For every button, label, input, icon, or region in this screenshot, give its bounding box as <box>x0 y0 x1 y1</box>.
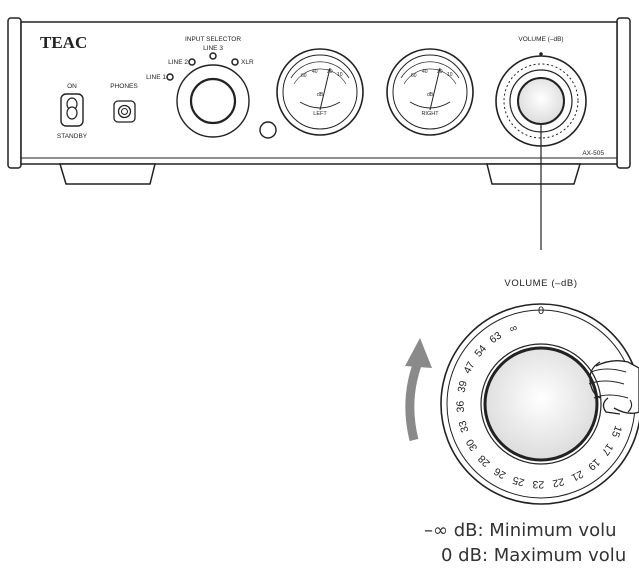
input-xlr-label: XLR <box>241 59 254 66</box>
dial-number-9: 26 <box>492 465 508 481</box>
dial-number-1: 63 <box>487 329 504 346</box>
right-meter-scale-20: 20 <box>437 69 443 75</box>
legend-max-volume: 0 dB: Maximum volu <box>441 545 627 566</box>
model-label: AX-505 <box>582 150 604 157</box>
small-round-button[interactable] <box>259 121 277 139</box>
phones-label: PHONES <box>110 83 138 90</box>
input-line1-indicator <box>166 73 174 81</box>
input-line2-indicator <box>188 58 196 66</box>
left-meter-scale-40: 40 <box>312 69 318 75</box>
hand-illustration <box>588 360 639 415</box>
left-meter-label: LEFT <box>313 111 327 117</box>
callout-volume-title: VOLUME (–dB) <box>504 278 577 289</box>
left-meter-unit: dB <box>317 92 324 98</box>
rotation-arrow-shaft <box>405 360 423 442</box>
right-meter-scale-40: 40 <box>422 69 428 75</box>
amplifier-front-panel: TEAC ON STANDBY PHONES INPUT SELECTOR LI… <box>7 17 631 185</box>
input-line2-label: LINE 2 <box>168 59 188 66</box>
dial-number-6: 33 <box>457 419 472 434</box>
right-meter-scale-10: 10 <box>447 72 453 78</box>
right-meter-scale-60: 60 <box>411 73 417 79</box>
dial-number-11: 23 <box>532 478 544 490</box>
right-meter-label: RIGHT <box>421 111 439 117</box>
rotation-arrow-head <box>405 338 432 368</box>
dial-number-10: 25 <box>511 474 526 489</box>
power-standby-label: STANDBY <box>57 133 88 140</box>
input-line3-indicator <box>209 52 217 60</box>
legend-min-volume: –∞ dB: Minimum volu <box>424 520 617 541</box>
left-meter-scale-20: 20 <box>327 69 333 75</box>
dial-number-13: 21 <box>569 468 585 484</box>
dial-number-3: 47 <box>461 360 477 376</box>
left-foot <box>58 163 156 185</box>
dial-number-12: 22 <box>551 475 565 489</box>
left-meter-scale-60: 60 <box>301 73 307 79</box>
panel-volume-label: VOLUME (–dB) <box>518 36 563 43</box>
input-line1-label: LINE 1 <box>146 74 166 81</box>
input-line3-label: LINE 3 <box>203 45 223 52</box>
left-side-handle <box>7 17 22 169</box>
input-xlr-indicator <box>231 58 239 66</box>
right-meter-unit: dB <box>427 92 434 98</box>
enlarged-volume-knob[interactable] <box>483 346 599 462</box>
dial-number-5: 36 <box>455 400 467 412</box>
dial-number-4: 39 <box>456 380 470 394</box>
panel-volume-knob[interactable] <box>517 77 565 125</box>
input-selector-title: INPUT SELECTOR <box>185 36 241 43</box>
input-selector-knob[interactable] <box>189 77 237 125</box>
brand-logo: TEAC <box>40 33 87 52</box>
right-foot <box>486 163 582 185</box>
dial-number-15: 17 <box>599 441 616 458</box>
dial-number-0: ∞ <box>508 322 519 336</box>
left-level-meter: 60 40 20 10 dB LEFT <box>276 48 364 136</box>
power-on-label: ON <box>67 83 77 90</box>
left-meter-scale-10: 10 <box>337 72 343 78</box>
right-level-meter: 60 40 20 10 dB RIGHT <box>386 48 474 136</box>
right-side-handle <box>616 17 631 169</box>
dial-top-zero: 0 <box>538 305 544 317</box>
dial-number-7: 30 <box>464 437 480 453</box>
dial-number-16: 15 <box>609 424 624 439</box>
